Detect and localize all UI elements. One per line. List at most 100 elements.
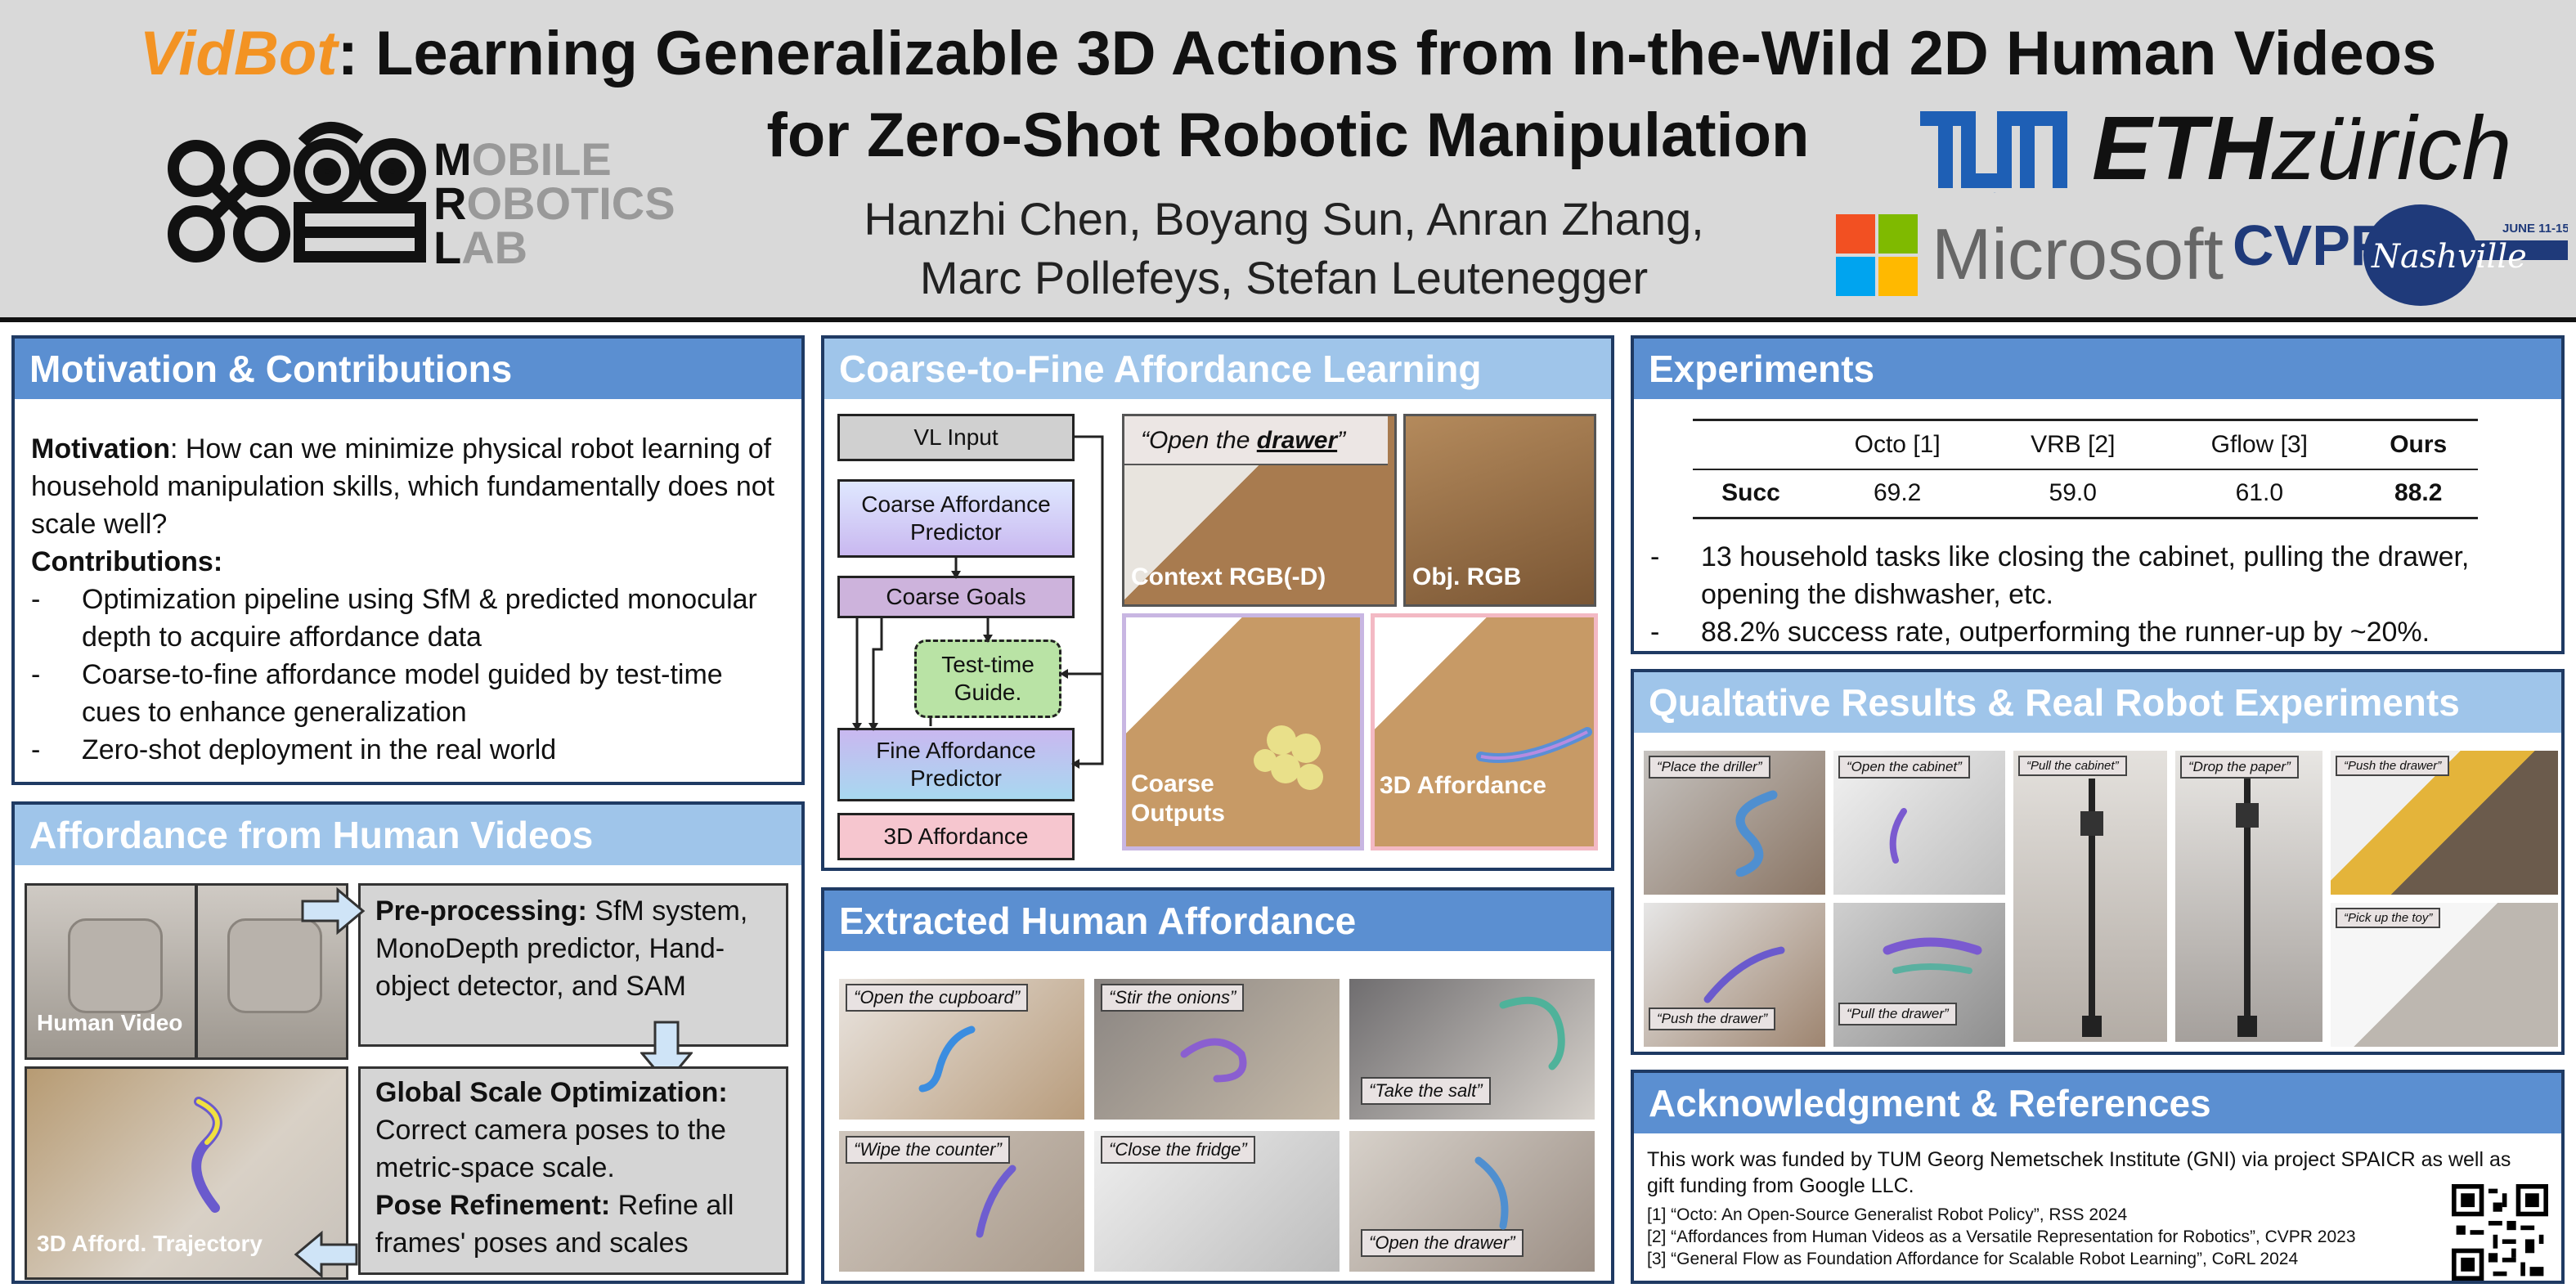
- caption-7: “Pull the drawer”: [1838, 1003, 1957, 1025]
- row-label: Succ: [1721, 479, 1780, 507]
- coarse-blob-icon: [1254, 725, 1323, 790]
- eth-logo: ETHzürich: [2092, 96, 2511, 200]
- trajectory-curve-icon: [976, 1165, 1016, 1238]
- caption-3: “Pull the cabinet”: [2018, 756, 2127, 776]
- preprocessing-label: Pre-processing:: [375, 895, 587, 927]
- caption-2: “Stir the onions”: [1101, 984, 1245, 1012]
- eth-bold: ETH: [2092, 98, 2272, 199]
- flow-connectors: [852, 435, 1104, 769]
- panel-qualitative: Qualtative Results & Real Robot Experime…: [1631, 669, 2565, 1055]
- cvpr-city: Nashville: [2371, 238, 2527, 276]
- caption-8: “Pick up the toy”: [2336, 908, 2441, 928]
- caption-5: “Close the fridge”: [1101, 1136, 1255, 1164]
- pose-refinement-text: Refine all frames' poses and scales: [375, 1190, 734, 1259]
- trajectory-image: 3D Afford. Trajectory: [25, 1066, 348, 1280]
- references: [1] “Octo: An Open-Source Generalist Rob…: [1647, 1204, 2448, 1270]
- authors-line1: Hanzhi Chen, Boyang Sun, Anran Zhang,: [864, 193, 1704, 245]
- sink-shape: [68, 918, 163, 1013]
- reference-item: [1] “Octo: An Open-Source Generalist Rob…: [1647, 1205, 2128, 1224]
- panel-title: Qualtative Results & Real Robot Experime…: [1634, 672, 2561, 733]
- instruction-caption: “Open the drawer”: [1124, 416, 1388, 465]
- preprocessing-text: SfM system, MonoDepth predictor, Hand-ob…: [375, 895, 748, 1002]
- caption-4: “Wipe the counter”: [846, 1136, 1010, 1164]
- coarse-outputs-image: Coarse Outputs: [1122, 613, 1364, 850]
- panel-title: Extracted Human Affordance: [824, 891, 1611, 951]
- table-cell: 61.0: [2235, 479, 2283, 507]
- list-item: -Optimization pipeline using SfM & predi…: [31, 584, 757, 653]
- trajectory-curve-icon: [1476, 727, 1592, 763]
- table-header-row: Octo [1] VRB [2] Gflow [3] Ours: [1693, 420, 2478, 469]
- ack-text: This work was funded by TUM Georg Nemets…: [1647, 1148, 2511, 1197]
- panel-title: Motivation & Contributions: [15, 339, 801, 399]
- table-header: Gflow [3]: [2210, 430, 2308, 458]
- mrl-logo-icon: [168, 122, 426, 263]
- authors-line2: Marc Pollefeys, Stefan Leutenegger: [919, 252, 1649, 303]
- context-label: Context RGB(-D): [1131, 563, 1326, 590]
- table-row: Succ 69.2 59.0 61.0 88.2: [1693, 469, 2478, 518]
- cvpr-dates: JUNE 11-15, 2025: [2502, 222, 2568, 236]
- panel-extracted-affordance: Extracted Human Affordance “Open the cup…: [821, 887, 1614, 1284]
- mrl-word-mobile: OBILE: [471, 133, 612, 185]
- afford-3d-image: 3D Affordance: [1371, 613, 1598, 850]
- table-header: VRB [2]: [2031, 430, 2116, 458]
- cvpr-logo-icon: CVPR Nashville JUNE 11-15, 2025: [2233, 204, 2568, 306]
- image-divider: [195, 886, 198, 1057]
- caption-3: “Take the salt”: [1361, 1077, 1491, 1105]
- microsoft-logo-icon: [1836, 214, 1918, 296]
- trajectory-curve-icon: [191, 1097, 222, 1213]
- list-item: -13 household tasks like closing the cab…: [1650, 541, 2470, 610]
- mrl-letter-r: R: [433, 177, 467, 229]
- experiments-bullets: -13 household tasks like closing the cab…: [1650, 538, 2542, 651]
- panel-title: Experiments: [1634, 339, 2561, 399]
- reference-item: [3] “General Flow as Foundation Affordan…: [1647, 1250, 2299, 1268]
- caption-2: “Open the cabinet”: [1838, 756, 1970, 779]
- panel-title: Coarse-to-Fine Affordance Learning: [824, 339, 1611, 399]
- qr-code-icon: [2452, 1184, 2548, 1281]
- mrl-letter-l: L: [433, 222, 462, 273]
- preprocessing-box: Pre-processing: SfM system, MonoDepth pr…: [358, 883, 788, 1047]
- motivation-text: : How can we minimize physical robot lea…: [31, 433, 775, 540]
- fine-predictor-box: Fine Affordance Predictor: [837, 728, 1075, 801]
- robot-icon: [2080, 779, 2103, 1037]
- vl-input-box: VL Input: [837, 414, 1075, 461]
- contributions-label: Contributions:: [31, 546, 223, 577]
- table-header: Ours: [2390, 430, 2448, 458]
- trajectory-curve-icon: [918, 1025, 976, 1093]
- trajectory-curve-icon: [1889, 808, 1907, 864]
- table-header: Octo [1]: [1854, 430, 1941, 458]
- svg-text:TUM: TUM: [1994, 192, 1995, 194]
- panel-motivation: Motivation & Contributions Motivation: H…: [11, 335, 805, 785]
- eth-zurich: zürich: [2272, 98, 2512, 199]
- table-cell: 88.2: [2394, 479, 2443, 507]
- poster-title-line2: for Zero-Shot Robotic Manipulation: [0, 100, 2576, 171]
- poster-header: [0, 0, 2576, 322]
- arrow-right-icon: [301, 886, 366, 936]
- mrl-word-lab: AB: [461, 222, 528, 273]
- context-rgb-image: “Open the drawer” Context RGB(-D): [1122, 414, 1397, 607]
- human-video-image: Human Video: [25, 883, 348, 1060]
- caption-1: “Place the driller”: [1649, 756, 1770, 779]
- mrl-wordmark: MOBILE ROBOTICS LAB: [433, 137, 675, 273]
- trajectory-curve-icon: [1180, 1038, 1247, 1083]
- robot-icon: [2236, 779, 2259, 1037]
- table-cell: 69.2: [1873, 479, 1922, 507]
- afford-3d-label: 3D Affordance: [1380, 772, 1546, 799]
- results-table: Octo [1] VRB [2] Gflow [3] Ours Succ 69.…: [1693, 419, 2478, 519]
- gso-text: Correct camera poses to the metric-space…: [375, 1115, 726, 1183]
- optimization-box: Global Scale Optimization: Correct camer…: [358, 1066, 788, 1275]
- tum-logo-icon: TUM: [1920, 111, 2067, 194]
- trajectory-curve-icon: [1703, 946, 1785, 1003]
- panel-experiments: Experiments Octo [1] VRB [2] Gflow [3] O…: [1631, 335, 2565, 654]
- title-line2-text: for Zero-Shot Robotic Manipulation: [766, 101, 1810, 170]
- poster-title-line1: VidBot: Learning Generalizable 3D Action…: [0, 18, 2576, 89]
- trajectory-curve-icon: [1883, 937, 1982, 974]
- afford-3d-box: 3D Affordance: [837, 813, 1075, 860]
- panel-coarse-to-fine: Coarse-to-Fine Affordance Learning VL In…: [821, 335, 1614, 871]
- caption-6: “Push the drawer”: [1649, 1008, 1776, 1030]
- table-cell: 59.0: [2049, 479, 2097, 507]
- caption-4: “Drop the paper”: [2180, 756, 2299, 779]
- sink-shape: [227, 918, 322, 1013]
- test-time-guide-box: Test-time Guide.: [914, 640, 1061, 718]
- mrl-letter-m: M: [433, 133, 472, 185]
- trajectory-label: 3D Afford. Trajectory: [37, 1231, 263, 1256]
